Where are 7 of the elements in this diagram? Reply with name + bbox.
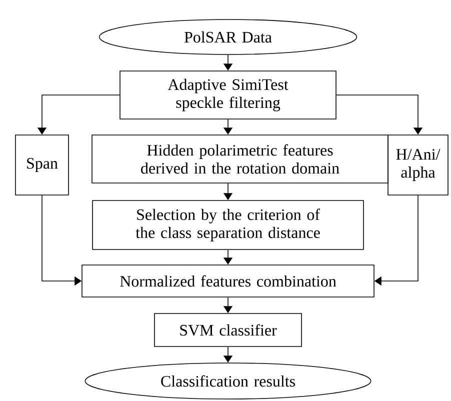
process-box: Normalized features combination — [82, 264, 374, 298]
process-box: Selection by the criterion of the class separation distance — [92, 200, 364, 250]
process-box: Hidden polarimetric features derived in the rotation domain — [92, 134, 388, 184]
process-box: Adaptive SimiTest speckle filtering — [120, 70, 336, 120]
process-box: SVM classifier — [154, 313, 302, 347]
process-box: H/Ani/ alpha — [388, 134, 448, 196]
process-box: Span — [15, 134, 69, 196]
